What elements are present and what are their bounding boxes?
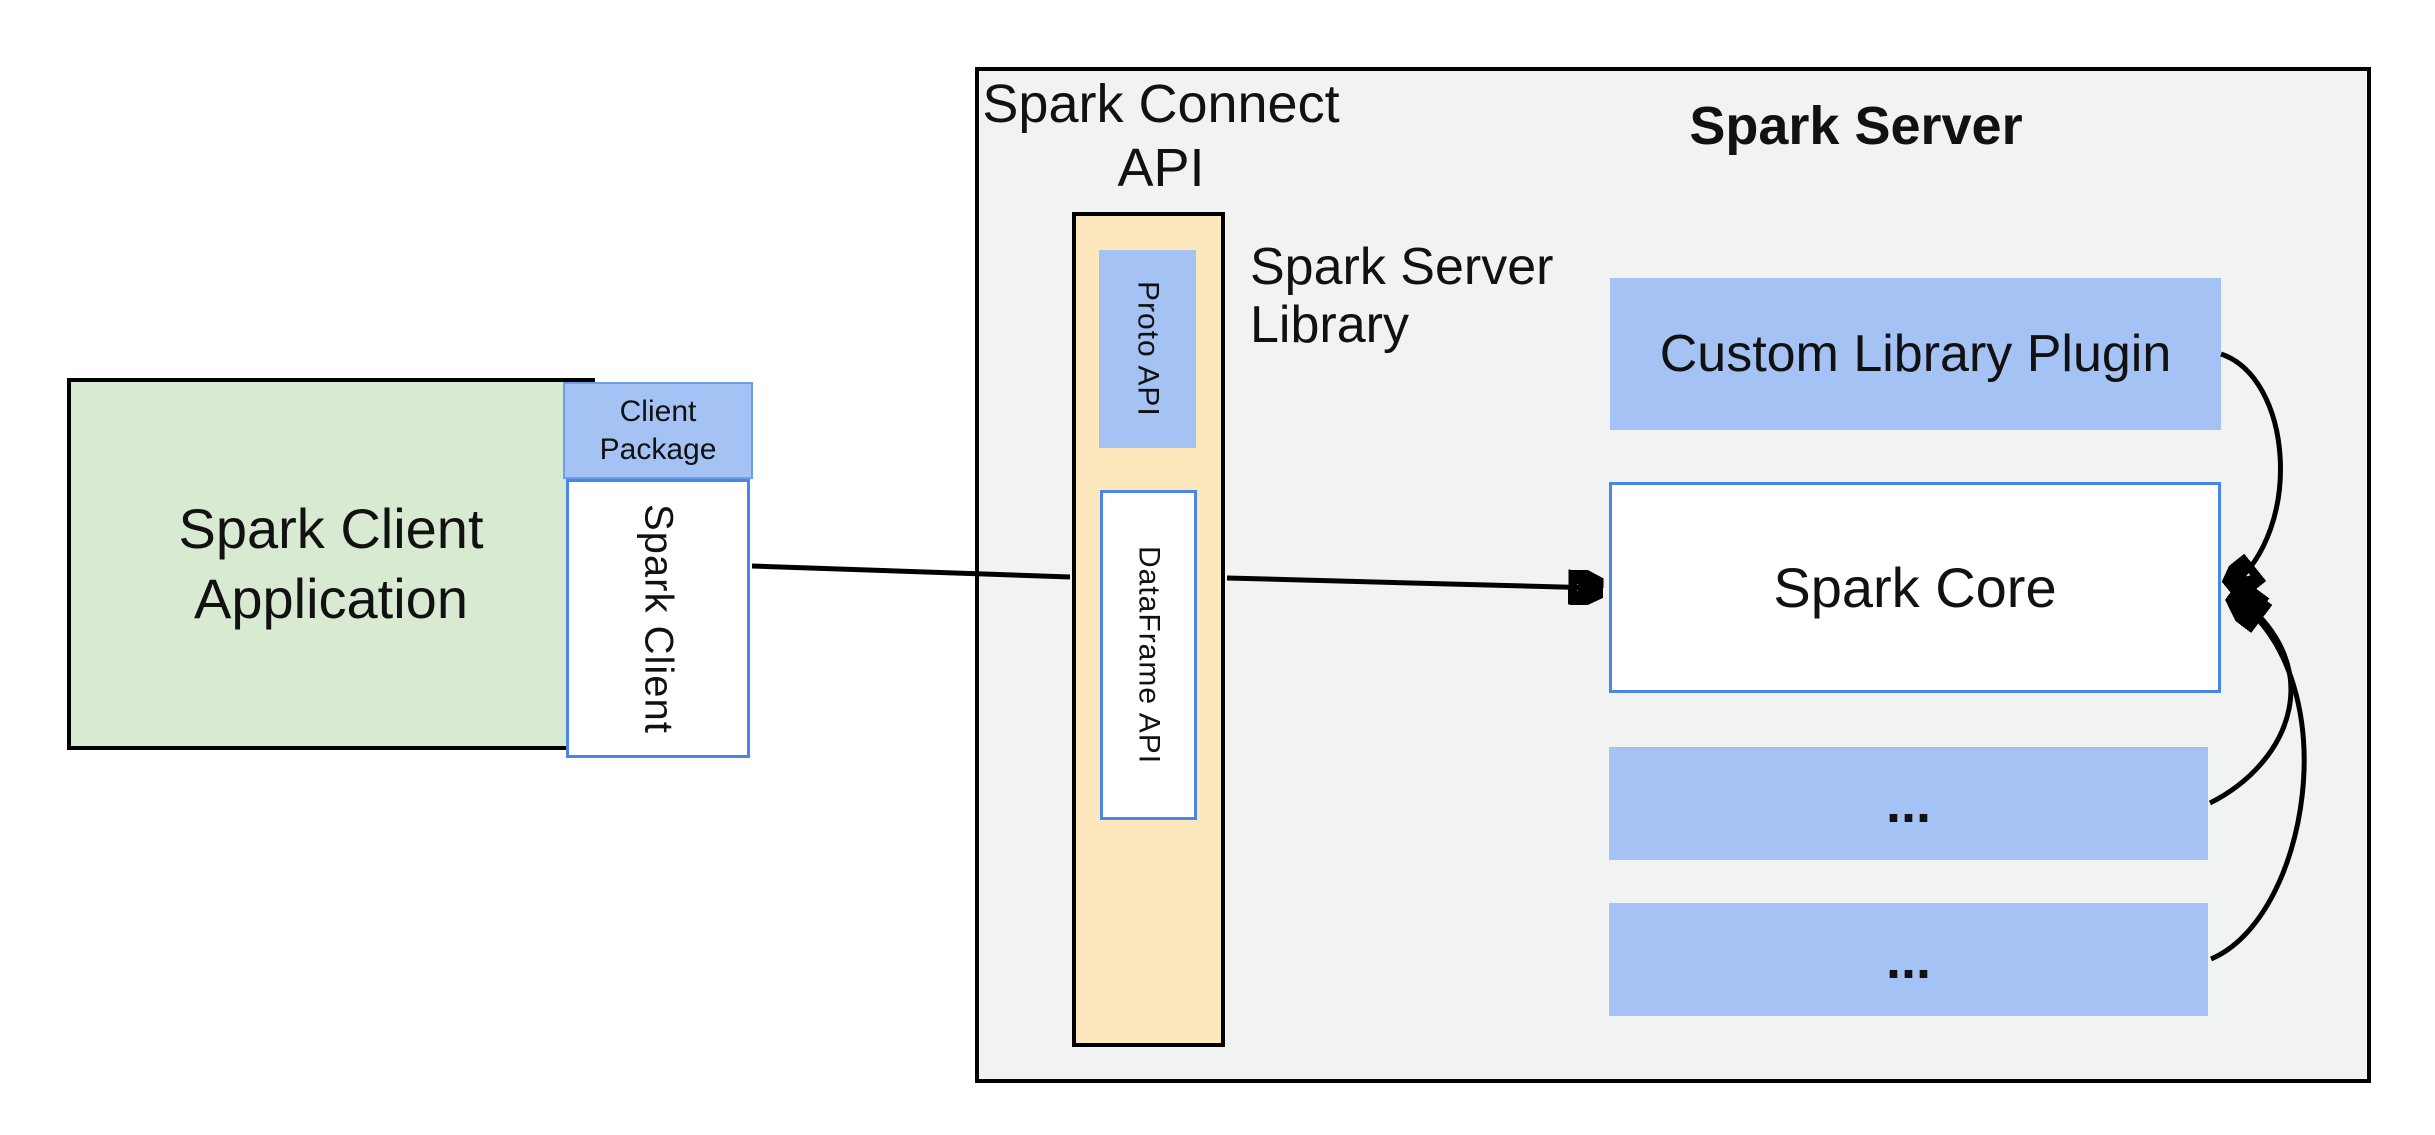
client-package-label-line2: Package xyxy=(599,432,717,466)
plugin-slot-box-2: ... xyxy=(1609,903,2208,1016)
dataframe-api-box: DataFrame API xyxy=(1100,490,1197,820)
custom-library-plugin-box: Custom Library Plugin xyxy=(1610,278,2221,430)
proto-api-box: Proto API xyxy=(1099,250,1196,448)
spark-server-library-label-line1: Spark Server xyxy=(1250,238,1554,296)
plugin-slot-1-ellipsis: ... xyxy=(1885,773,1931,834)
spark-client-application-label-line2: Application xyxy=(194,567,468,630)
plugin-slot-2-ellipsis: ... xyxy=(1885,929,1931,990)
plugin-slot-box-1: ... xyxy=(1609,747,2208,860)
spark-server-library-label: Spark Server Library xyxy=(1250,238,1610,354)
client-package-label-line1: Client xyxy=(619,394,697,428)
client-package-box: Client Package xyxy=(563,382,753,479)
spark-connect-api-label-line2: API xyxy=(1117,138,1205,198)
spark-client-label: Spark Client xyxy=(636,503,681,734)
custom-library-plugin-label: Custom Library Plugin xyxy=(1659,325,2172,383)
spark-core-label: Spark Core xyxy=(1773,556,2057,619)
spark-server-library-label-line2: Library xyxy=(1250,296,1409,354)
dataframe-api-label: DataFrame API xyxy=(1132,545,1166,765)
proto-api-label: Proto API xyxy=(1131,281,1165,417)
spark-core-box: Spark Core xyxy=(1609,482,2221,693)
spark-connect-api-label: Spark Connect API xyxy=(961,72,1361,200)
spark-server-title: Spark Server xyxy=(1689,96,2023,156)
spark-client-box: Spark Client xyxy=(566,479,750,758)
spark-connect-api-label-line1: Spark Connect xyxy=(982,74,1340,134)
spark-client-application-box: Spark Client Application xyxy=(67,378,595,750)
spark-client-application-label-line1: Spark Client xyxy=(178,497,484,560)
